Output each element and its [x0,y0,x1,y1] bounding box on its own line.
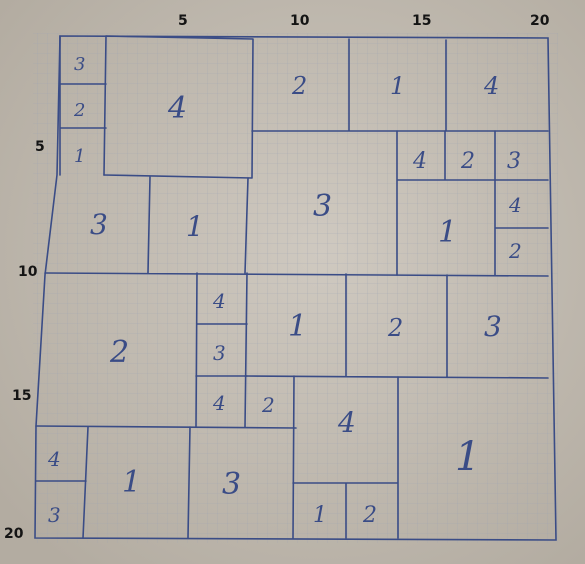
axis-top-label: 10 [290,13,310,29]
axis-top-label: 20 [530,13,550,29]
region-label: 4 [412,149,427,174]
region-label: 1 [288,309,307,344]
region-label: 4 [483,72,499,100]
region-label: 2 [460,149,475,174]
axis-top-label: 15 [412,13,431,29]
axis-left-label: 20 [4,526,24,542]
region-label: 2 [109,335,129,370]
region-label: 2 [261,393,275,417]
region-label: 4 [212,391,226,415]
region-label: 2 [508,239,522,263]
axis-top-label: 5 [178,13,188,29]
region-label: 1 [438,215,457,250]
region-label: 3 [222,467,241,502]
region-label: 3 [90,208,108,241]
region-label: 3 [213,341,226,365]
axis-left-label: 10 [18,264,38,280]
region-label: 2 [387,314,403,342]
region-label: 4 [508,193,522,217]
region-label: 1 [186,210,204,243]
region-label: 3 [48,503,61,527]
region-label: 2 [362,503,377,528]
region-label: 3 [507,149,521,174]
region-label: 1 [122,465,141,500]
region-label: 2 [73,100,85,121]
region-label: 4 [337,406,356,439]
region-label: 1 [313,503,327,528]
region-label: 1 [74,146,85,167]
axis-left-label: 15 [12,388,31,404]
region-label: 1 [390,72,405,100]
region-label: 3 [313,189,332,224]
region-label: 3 [74,54,85,75]
region-label: 3 [484,310,502,343]
region-label: 2 [291,72,307,100]
region-label: 4 [212,289,226,313]
region-label: 4 [167,91,187,126]
region-label: 4 [47,447,61,471]
region-label: 1 [455,434,480,480]
axis-left-label: 5 [35,139,45,155]
